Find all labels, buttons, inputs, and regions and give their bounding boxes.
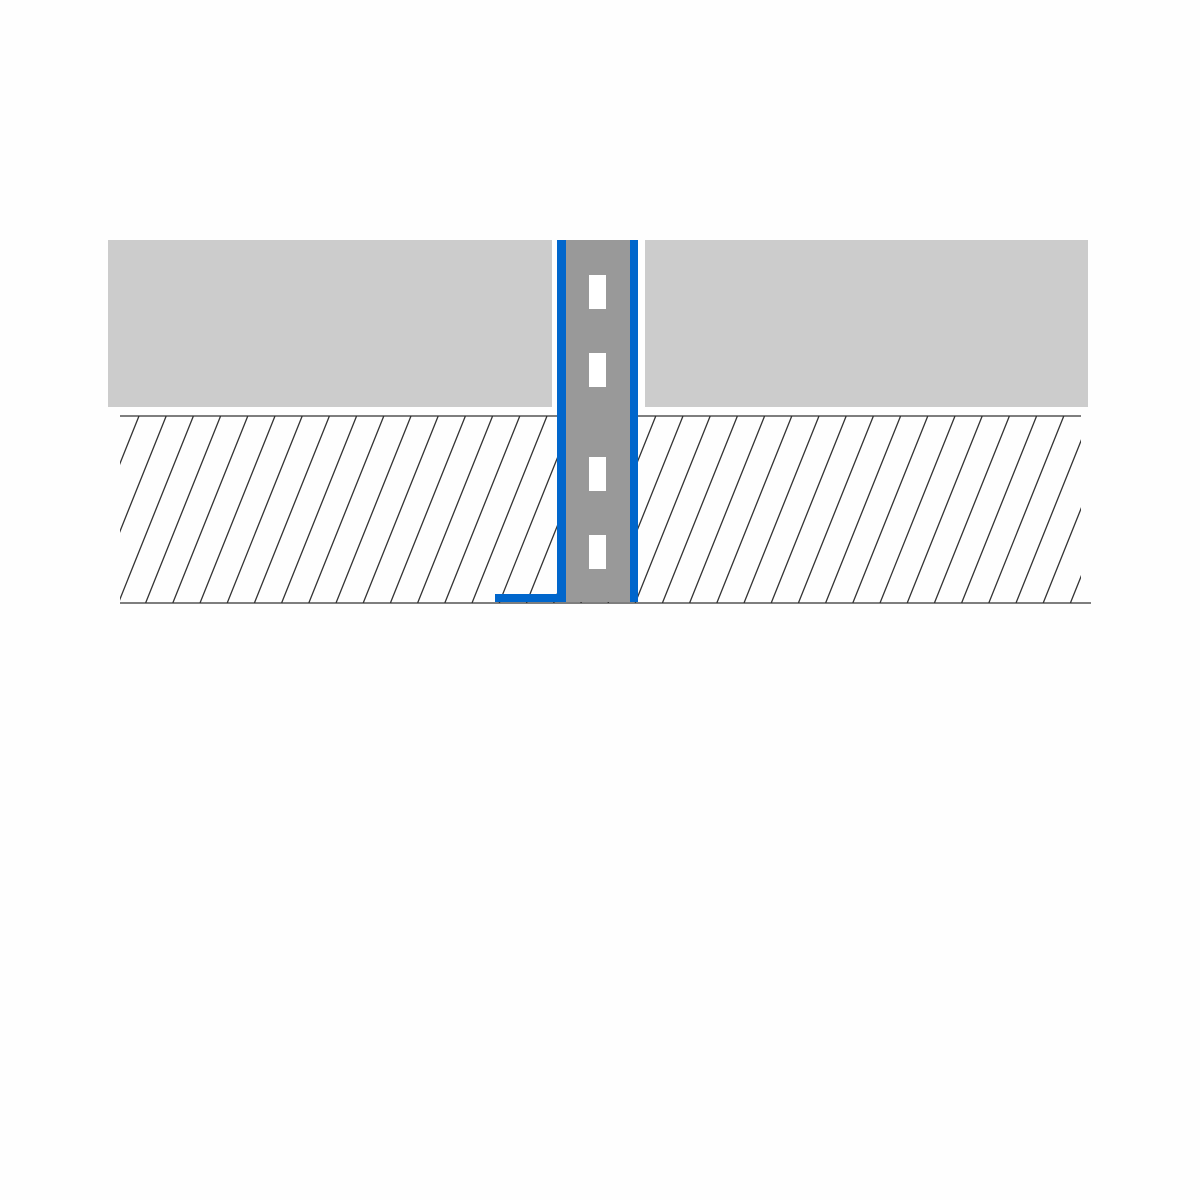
hatch-line bbox=[253, 416, 331, 603]
hatch-line bbox=[144, 416, 222, 603]
hatch-line bbox=[120, 416, 167, 533]
hatch-line bbox=[120, 416, 195, 601]
profile-edge-right bbox=[630, 240, 638, 602]
hatch-line bbox=[308, 416, 385, 603]
hatch-line bbox=[362, 416, 439, 603]
hatch-line bbox=[226, 416, 303, 603]
profile-edge-left bbox=[557, 240, 566, 602]
hatch-line bbox=[1042, 507, 1081, 603]
hatch-line bbox=[389, 416, 467, 603]
hatch-line bbox=[960, 416, 1038, 603]
hatch-line bbox=[716, 416, 793, 603]
profile-slot bbox=[589, 457, 606, 491]
profile-foot bbox=[495, 594, 561, 602]
hatch-line bbox=[634, 416, 711, 603]
hatch-line bbox=[770, 416, 847, 603]
hatch-line bbox=[280, 416, 358, 603]
hatch-line bbox=[1098, 416, 1173, 603]
hatch-line bbox=[444, 416, 521, 603]
hatch-line bbox=[852, 416, 929, 603]
left-tile bbox=[108, 240, 552, 407]
hatch-line bbox=[120, 416, 140, 466]
hatch-line bbox=[335, 416, 412, 603]
hatch-line bbox=[471, 416, 548, 603]
hatch-line bbox=[906, 416, 983, 603]
hatch-line bbox=[199, 416, 276, 603]
profile-slot bbox=[589, 535, 606, 569]
hatch-line bbox=[879, 416, 956, 603]
hatch-line bbox=[416, 416, 494, 603]
hatch-line bbox=[661, 416, 739, 603]
hatch-line bbox=[797, 416, 875, 603]
hatch-line bbox=[824, 416, 902, 603]
hatch-line bbox=[988, 416, 1065, 603]
hatch-line bbox=[688, 416, 766, 603]
right-tile bbox=[645, 240, 1088, 407]
hatch-line bbox=[933, 416, 1011, 603]
hatch-line bbox=[1015, 439, 1081, 603]
hatch-line bbox=[172, 416, 249, 603]
profile-slot bbox=[589, 275, 606, 309]
hatch-line bbox=[743, 416, 820, 603]
hatch-line bbox=[1069, 574, 1081, 603]
profile-slot bbox=[589, 353, 606, 387]
profile-slots bbox=[589, 275, 606, 569]
